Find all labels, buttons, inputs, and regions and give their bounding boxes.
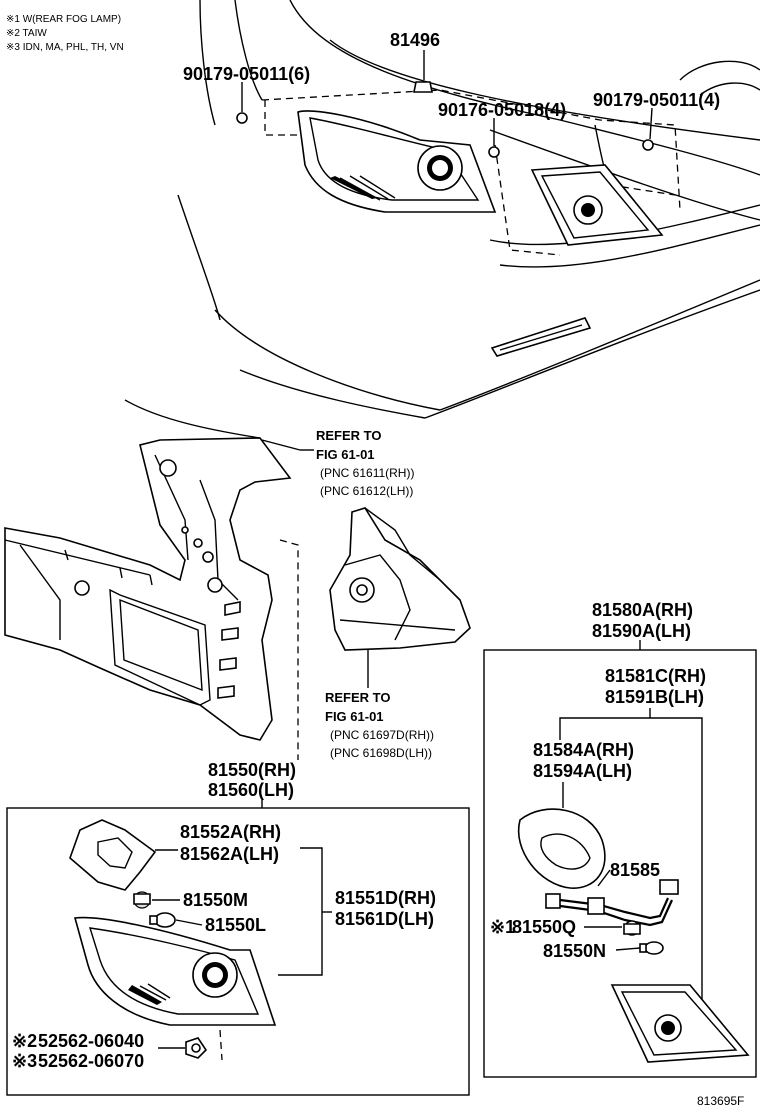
- label-52562-06070: 52562-06070: [38, 1051, 144, 1071]
- label-81590A: 81590A(LH): [592, 621, 691, 641]
- mark-52562-a: ※2: [12, 1031, 37, 1051]
- socket-81550M: [133, 891, 151, 909]
- upper-tail-lamp: [297, 110, 497, 213]
- upper-back-lamp: [530, 164, 664, 246]
- socket-81550Q: [623, 920, 641, 936]
- label-81551D: 81551D(RH): [335, 888, 436, 908]
- gasket-81552A: [69, 819, 157, 891]
- label-81584A: 81584A(RH): [533, 740, 634, 760]
- label-81552A: 81552A(RH): [180, 822, 281, 842]
- label-90179-left: 90179-05011(6): [183, 64, 310, 84]
- fasteners-top: [236, 50, 654, 158]
- bulb-81550N: [639, 941, 664, 955]
- lamp-housing-panel: [329, 507, 471, 688]
- lower-back-lamp-unit: [610, 984, 750, 1063]
- bulb-81550L: [149, 912, 176, 928]
- mark-81550Q: ※1: [490, 917, 515, 937]
- label-81550N: 81550N: [543, 941, 606, 961]
- diagram-code: 813695F: [697, 1094, 744, 1108]
- note-2: ※2 TAIW: [6, 28, 47, 39]
- label-81560: 81560(LH): [208, 780, 294, 800]
- note-3: ※3 IDN, MA, PHL, TH, VN: [6, 42, 124, 53]
- label-81591B: 81591B(LH): [605, 687, 704, 707]
- notes-legend: ※1 W(REAR FOG LAMP) ※2 TAIW ※3 IDN, MA, …: [6, 14, 124, 53]
- label-81550: 81550(RH): [208, 760, 296, 780]
- mark-52562-b: ※3: [12, 1051, 37, 1071]
- label-81581C: 81581C(RH): [605, 666, 706, 686]
- label-81496: 81496: [390, 30, 440, 50]
- refer2-line2: FIG 61-01: [325, 709, 384, 724]
- label-81580A: 81580A(RH): [592, 600, 693, 620]
- label-81585: 81585: [610, 860, 660, 880]
- label-90179-right: 90179-05011(4): [593, 90, 720, 110]
- refer2-line1: REFER TO: [325, 690, 391, 705]
- note-1: ※1 W(REAR FOG LAMP): [6, 14, 121, 25]
- lower-tail-lamp-unit: [73, 916, 277, 1026]
- refer1-line1: REFER TO: [316, 428, 382, 443]
- label-52562-06040: 52562-06040: [38, 1031, 144, 1051]
- label-81550L: 81550L: [205, 915, 266, 935]
- quarter-panel-inner: [4, 437, 301, 760]
- bolt-52562: [185, 1029, 223, 1061]
- refer1-line3: (PNC 61611(RH)): [320, 466, 414, 480]
- refer1-line2: FIG 61-01: [316, 447, 375, 462]
- back-lamp-box: [483, 649, 757, 1078]
- label-90176: 90176-05018(4): [438, 100, 566, 120]
- refer2-line3: (PNC 61697D(RH)): [330, 728, 434, 742]
- rh-lh-tail-lamp-box: [6, 807, 470, 1096]
- refer1-line4: (PNC 61612(LH)): [320, 484, 413, 498]
- label-81561D: 81561D(LH): [335, 909, 434, 929]
- label-81550Q: 81550Q: [512, 917, 576, 937]
- label-81550M: 81550M: [183, 890, 248, 910]
- label-81562A: 81562A(LH): [180, 844, 279, 864]
- gasket-81584A: [517, 808, 606, 889]
- refer2-line4: (PNC 61698D(LH)): [330, 746, 432, 760]
- label-81594A: 81594A(LH): [533, 761, 632, 781]
